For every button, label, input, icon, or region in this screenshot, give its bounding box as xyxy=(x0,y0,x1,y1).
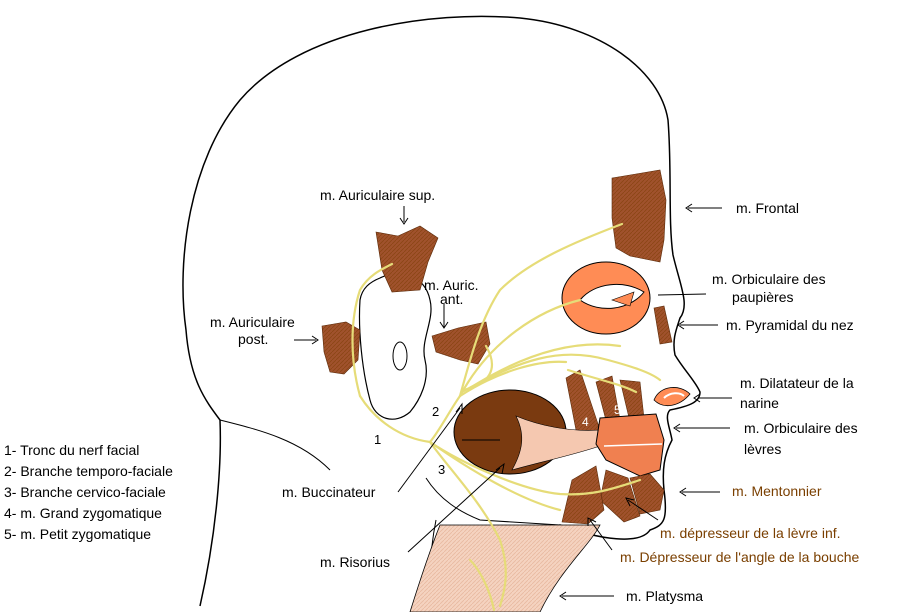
label-platysma: m. Platysma xyxy=(626,588,703,604)
ear-canal xyxy=(392,341,408,371)
dilatateur-narine-muscle xyxy=(653,387,691,407)
facial-nerve xyxy=(351,222,662,612)
legend: 1- Tronc du nerf facial 2- Branche tempo… xyxy=(4,440,173,545)
label-pyramidal: m. Pyramidal du nez xyxy=(726,317,854,333)
label-risorius: m. Risorius xyxy=(320,554,390,570)
label-auric-ant-line2: ant. xyxy=(440,291,463,307)
label-mentonnier: m. Mentonnier xyxy=(732,483,822,499)
label-orbiculaire-paupieres-line2: paupières xyxy=(732,289,794,305)
legend-item: 2- Branche temporo-faciale xyxy=(4,463,173,479)
label-orbiculaire-paupieres-line1: m. Orbiculaire des xyxy=(712,271,826,287)
label-dilatateur-line1: m. Dilatateur de la xyxy=(740,375,854,391)
pointer-lines xyxy=(294,203,732,601)
legend-item: 1- Tronc du nerf facial xyxy=(4,442,140,458)
number-1: 1 xyxy=(374,432,381,447)
label-dilatateur-line2: narine xyxy=(740,395,779,411)
label-depresseur-levre: m. dépresseur de la lèvre inf. xyxy=(660,525,841,541)
label-depresseur-angle: m. Dépresseur de l'angle de la bouche xyxy=(620,549,859,565)
number-2: 2 xyxy=(432,404,439,419)
mouth-line xyxy=(603,443,663,447)
label-auriculaire-post-line1: m. Auriculaire xyxy=(210,314,295,330)
label-frontal: m. Frontal xyxy=(736,200,799,216)
frontal-muscle xyxy=(611,169,667,263)
label-auric-ant-line1: m. Auric. xyxy=(424,277,478,293)
legend-item: 3- Branche cervico-faciale xyxy=(4,484,166,500)
jaw-outline xyxy=(425,477,561,526)
eye-inner xyxy=(611,291,635,307)
auriculaire-sup-muscle xyxy=(375,225,439,293)
number-3: 3 xyxy=(438,462,445,477)
neck-back-outline xyxy=(219,419,331,471)
label-buccinateur: m. Buccinateur xyxy=(282,484,376,500)
number-4: 4 xyxy=(582,415,589,429)
risorius-muscle xyxy=(511,415,601,471)
label-auriculaire-post-line2: post. xyxy=(238,331,268,347)
legend-item: 5- m. Petit zygomatique xyxy=(4,526,152,542)
pyramidal-muscle xyxy=(653,305,673,345)
auriculaire-ant-muscle xyxy=(431,321,491,365)
label-auriculaire-sup: m. Auriculaire sup. xyxy=(320,187,435,203)
label-orbiculaire-levres-line1: m. Orbiculaire des xyxy=(744,420,858,436)
label-orbiculaire-levres-line2: lèvres xyxy=(744,441,781,457)
number-5: 5 xyxy=(614,403,621,417)
auriculaire-post-muscle xyxy=(321,321,361,375)
depresseur-angle-muscle xyxy=(561,465,605,525)
legend-item: 4- m. Grand zygomatique xyxy=(4,505,162,521)
nostril xyxy=(663,392,685,399)
head-outline xyxy=(182,15,701,612)
mentonnier-muscle xyxy=(629,473,665,515)
